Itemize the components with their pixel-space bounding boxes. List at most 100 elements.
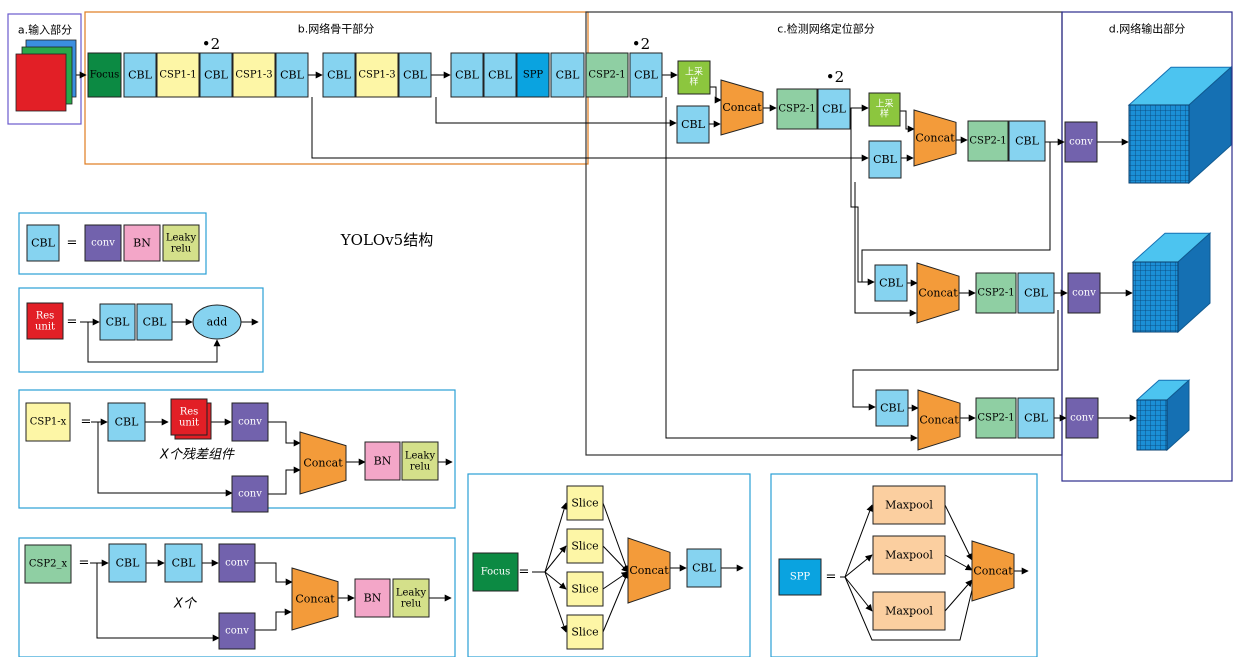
cbl-block-label: CBL (172, 557, 197, 570)
cbl-block-label: CBL (1024, 412, 1049, 425)
x-residual-caption: X个残差组件 (159, 448, 235, 463)
slice-block-label: Slice (571, 626, 598, 639)
cbl-block-label: CBL (634, 69, 659, 82)
res-unit-block-label: Resunit (35, 310, 55, 332)
cbl-block-label: CBL (31, 237, 56, 250)
x-count-caption: X个 (173, 597, 198, 612)
add-label: add (207, 316, 228, 329)
slice-block-label: Slice (571, 540, 598, 553)
connector-arrow (710, 87, 721, 100)
connector-arrow (255, 563, 292, 582)
repeat-mark: •2 (632, 35, 650, 53)
conv-block-label: conv (91, 238, 115, 249)
connector-arrow (945, 555, 972, 570)
focus-block-label: Focus (481, 567, 511, 578)
concat-label: Concat (919, 414, 959, 427)
csp2-1-block-label: CSP2-1 (969, 136, 1006, 147)
concat-label: Concat (973, 565, 1013, 578)
output-tensor-grid (1129, 105, 1189, 183)
maxpool-block-label: Maxpool (885, 605, 933, 618)
bn-block-label: BN (374, 455, 392, 468)
connector-arrow (545, 546, 566, 572)
equals-sign: = (826, 570, 837, 585)
cbl-block-label: CBL (692, 562, 717, 575)
equals-sign: = (79, 556, 90, 571)
conv-block-label: conv (225, 558, 249, 569)
conv-block-label: conv (238, 417, 262, 428)
cbl-block-label: CBL (116, 557, 141, 570)
cbl-block-label: CBL (488, 69, 513, 82)
cbl-block-label: CBL (879, 277, 904, 290)
csp1-1-block-label: CSP1-1 (159, 70, 196, 81)
slice-block-label: Slice (571, 583, 598, 596)
cbl-block-label: CBL (204, 69, 229, 82)
repeat-mark: •2 (826, 68, 844, 86)
cbl-block-label: CBL (822, 103, 847, 116)
cbl-block-label: CBL (873, 153, 898, 166)
input-image-layer (16, 54, 66, 111)
cbl-block-label: CBL (681, 118, 706, 131)
cbl-block-label: CBL (556, 69, 581, 82)
equals-sign: = (519, 565, 530, 580)
maxpool-block-label: Maxpool (885, 499, 933, 512)
connector-arrow (268, 470, 300, 494)
equals-sign: = (81, 415, 92, 430)
concat-label: Concat (303, 457, 343, 470)
concat-label: Concat (722, 101, 762, 114)
section-title-neck: c.检测网络定位部分 (777, 22, 875, 36)
connector-arrow (603, 546, 628, 572)
section-title-output: d.网络输出部分 (1109, 22, 1185, 36)
concat-label: Concat (295, 593, 335, 606)
connector-arrow (603, 503, 628, 572)
cbl-block-label: CBL (1015, 135, 1040, 148)
cbl-block-label: CBL (1024, 287, 1049, 300)
cbl-block-label: CBL (455, 69, 480, 82)
conv-block-label: conv (225, 626, 249, 637)
cbl-block-label: CBL (880, 402, 905, 415)
conv-block-label: conv (1070, 413, 1094, 424)
output-tensor-grid (1133, 262, 1178, 332)
maxpool-block-label: Maxpool (885, 549, 933, 562)
cbl-block-label: CBL (327, 69, 352, 82)
repeat-mark: •2 (202, 35, 220, 53)
output-tensor-grid (1137, 400, 1167, 450)
cbl-block-label: CBL (403, 69, 428, 82)
csp1-x-block-label: CSP1-x (30, 417, 67, 428)
connector-arrow (900, 111, 914, 129)
connector-arrow (436, 97, 676, 123)
csp1-3-block-label: CSP1-3 (235, 70, 272, 81)
concat-label: Concat (915, 132, 955, 145)
cbl-block-label: CBL (280, 69, 305, 82)
csp2-x-block-label: CSP2_x (29, 559, 68, 570)
concat-label: Concat (918, 287, 958, 300)
spp-block-label: SPP (790, 572, 811, 583)
connector-arrow (545, 503, 566, 572)
csp2-1-block-label: CSP2-1 (977, 413, 1014, 424)
cbl-block-label: CBL (143, 316, 168, 329)
diagram-title: YOLOv5结构 (340, 231, 433, 249)
conv-block-label: conv (238, 489, 262, 500)
equals-sign: = (67, 315, 78, 330)
equals-sign: = (67, 236, 78, 251)
conv-block-label: conv (1072, 288, 1096, 299)
cbl-block-label: CBL (106, 316, 131, 329)
focus-block-label: Focus (90, 70, 120, 81)
bn-block-label: BN (133, 237, 151, 250)
csp2-1-block-label: CSP2-1 (588, 70, 625, 81)
connector-arrow (945, 505, 972, 560)
slice-block-label: Slice (571, 497, 598, 510)
cbl-block-label: CBL (115, 416, 140, 429)
spp-block-label: SPP (523, 70, 544, 81)
connector-arrow (845, 577, 872, 611)
section-title-input: a.输入部分 (18, 23, 72, 37)
section-title-backbone: b.网络骨干部分 (298, 22, 374, 36)
csp2-1-block-label: CSP2-1 (778, 104, 815, 115)
csp1-3-block-label: CSP1-3 (358, 70, 395, 81)
connector-arrow (255, 612, 291, 630)
bn-block-label: BN (364, 592, 382, 605)
csp2-1-block-label: CSP2-1 (977, 288, 1014, 299)
connector-arrow (268, 422, 300, 443)
conv-block-label: conv (1069, 137, 1093, 148)
